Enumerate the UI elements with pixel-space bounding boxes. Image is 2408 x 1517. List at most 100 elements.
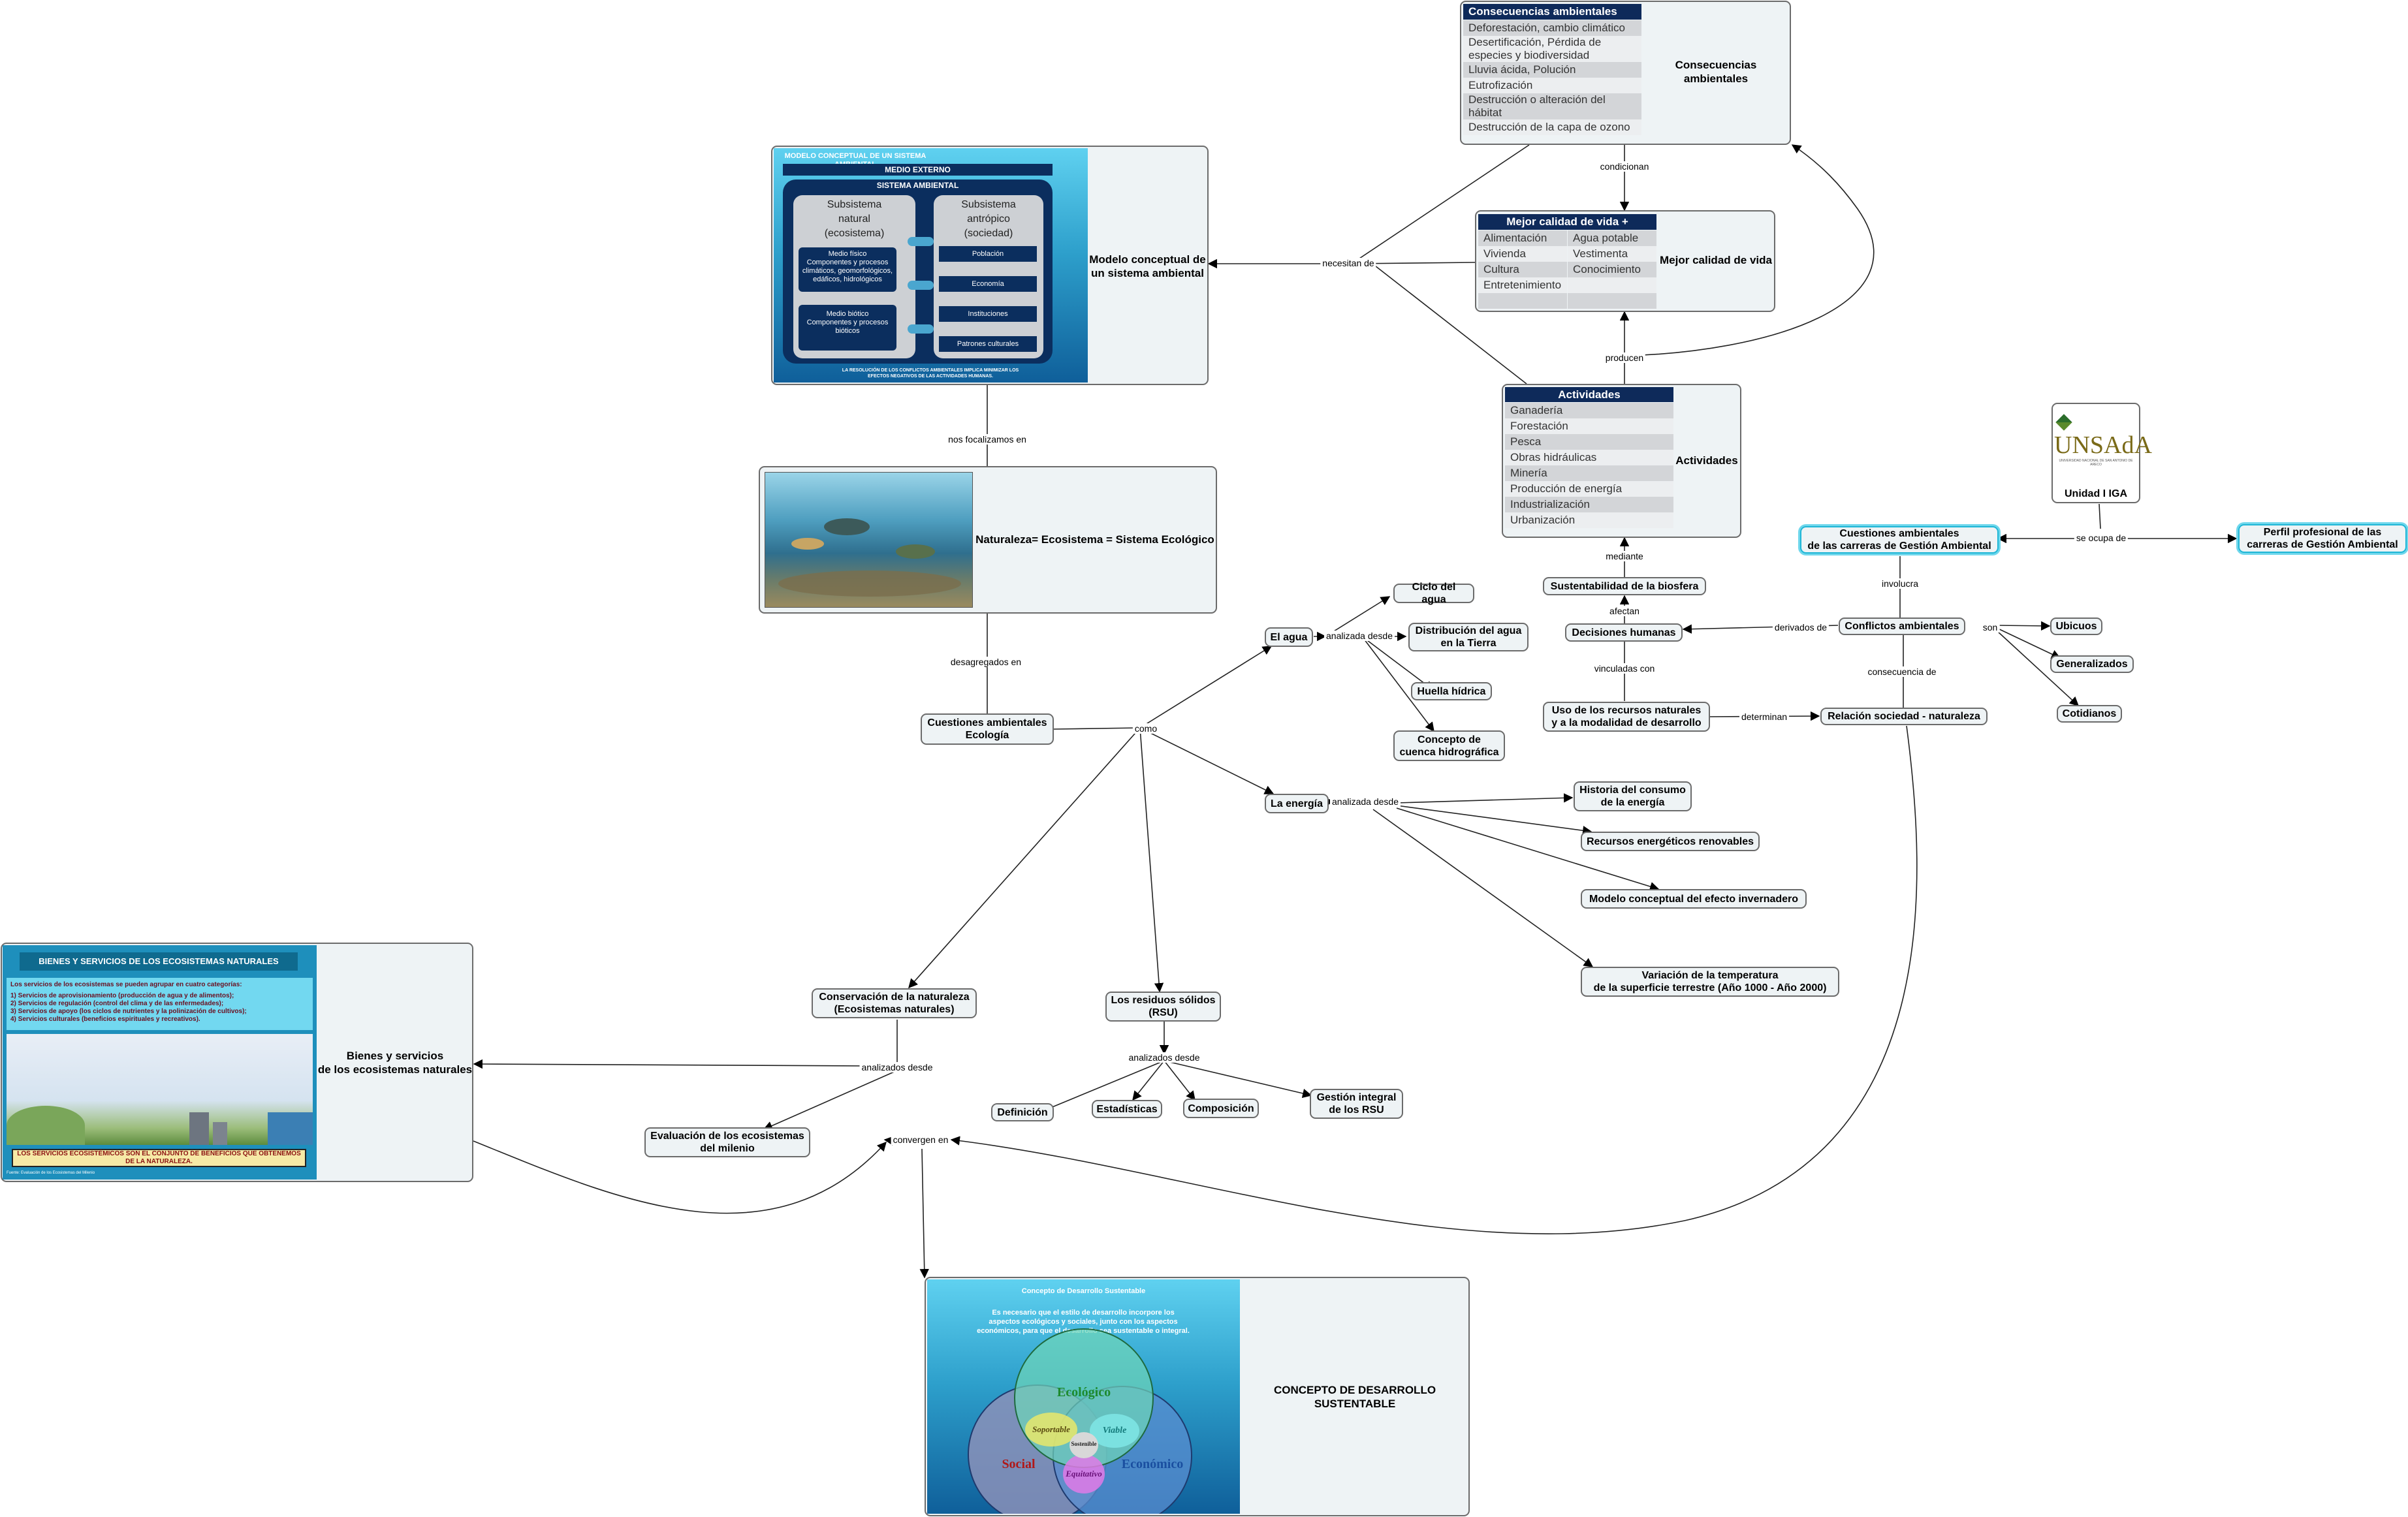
decisiones-node[interactable]: Decisiones humanas: [1565, 623, 1683, 642]
uso-recursos-node[interactable]: Uso de los recursos naturales y a la mod…: [1543, 702, 1710, 732]
bienes-intro: Los servicios de los ecosistemas se pued…: [10, 981, 242, 988]
venn-economico-label: Económico: [1121, 1457, 1184, 1471]
conflictos-node[interactable]: Conflictos ambientales: [1839, 618, 1965, 635]
desarrollo-label: CONCEPTO DE DESARROLLO SUSTENTABLE: [1273, 1384, 1436, 1410]
patrones-box: Patrones culturales: [939, 336, 1037, 352]
calidad-cell-left: Vivienda: [1478, 246, 1567, 262]
bienes-items: 1) Servicios de aprovisionamiento (produ…: [10, 992, 309, 1024]
consecuencias-row: Destrucción de la capa de ozono: [1463, 119, 1641, 135]
edge-label-necesitan: necesitan de: [1320, 258, 1376, 268]
renovables-node[interactable]: Recursos energéticos renovables: [1581, 832, 1760, 851]
actividades-row: Pesca: [1505, 434, 1673, 450]
residuos-node[interactable]: Los residuos sólidos (RSU): [1105, 992, 1221, 1022]
venn-soportable-label: Soportable: [1032, 1424, 1070, 1434]
modelo-diagram: MODELO CONCEPTUAL DE UN SISTEMA AMBIENTA…: [774, 148, 1088, 383]
central-node[interactable]: Cuestiones ambientales Ecología: [921, 713, 1054, 745]
actividades-row: Ganadería: [1505, 403, 1673, 418]
calidad-label: Mejor calidad de vida: [1660, 253, 1772, 266]
cotidianos-node[interactable]: Cotidianos: [2057, 705, 2122, 723]
definicion-node[interactable]: Definición: [991, 1103, 1054, 1121]
medio-fisico-box: Medio físico Componentes y procesos clim…: [799, 247, 896, 292]
estadisticas-node[interactable]: Estadísticas: [1092, 1100, 1162, 1118]
calidad-cell-left: [1478, 293, 1567, 309]
ciclo-node[interactable]: Ciclo del agua: [1393, 582, 1474, 605]
generalizados-node[interactable]: Generalizados: [2050, 655, 2134, 673]
venn-ecologico-label: Ecológico: [1056, 1385, 1111, 1400]
actividades-row: Urbanización: [1505, 512, 1673, 528]
cuenca-node[interactable]: Concepto de cuenca hidrográfica: [1393, 730, 1505, 761]
gestion-node[interactable]: Gestión integral de los RSU: [1310, 1089, 1403, 1119]
unsada-sub: UNIVERSIDAD NACIONAL DE SAN ANTONIO DE A…: [2059, 459, 2133, 467]
bienes-footer: LOS SERVICIOS ECOSISTÉMICOS SON EL CONJU…: [12, 1149, 306, 1167]
ubicuos-node[interactable]: Ubicuos: [2050, 618, 2102, 635]
double-arrow-icon: [908, 324, 934, 334]
edge-label-involucra: involucra: [1879, 578, 1921, 589]
perfil-node[interactable]: Perfil profesional de las carreras de Ge…: [2238, 524, 2407, 553]
economia-box: Economía: [939, 276, 1037, 292]
agua-node[interactable]: El agua: [1265, 627, 1313, 647]
calidad-cell-right: Agua potable: [1568, 230, 1656, 246]
consecuencias-row: Lluvia ácida, Polución: [1463, 62, 1641, 78]
double-arrow-icon: [908, 281, 934, 290]
bienes-categories: Los servicios de los ecosistemas se pued…: [7, 978, 313, 1030]
edge-label-como: como: [1132, 723, 1160, 734]
edge-label-derivados: derivados de: [1772, 622, 1830, 633]
double-arrow-icon: [908, 237, 934, 246]
huella-node[interactable]: Huella hídrica: [1411, 682, 1492, 700]
edge-label-determinan: determinan: [1739, 712, 1790, 722]
relacion-node[interactable]: Relación sociedad - naturaleza: [1820, 708, 1988, 725]
unsada-logo: UNSAdA: [2054, 431, 2152, 459]
venn-viable-label: Viable: [1102, 1426, 1127, 1435]
bienes-title: BIENES Y SERVICIOS DE LOS ECOSISTEMAS NA…: [20, 952, 298, 971]
modelo-label: Modelo conceptual de un sistema ambienta…: [1089, 253, 1206, 279]
bienes-source: Fuente: Evaluación de los Ecosistemas de…: [7, 1171, 95, 1175]
venn-equitativo-label: Equitativo: [1066, 1469, 1102, 1478]
edge-label-analizada-agua: analizada desde: [1324, 631, 1395, 641]
venn-sostenible-label: Sostenible: [1071, 1441, 1097, 1447]
edge-label-condicionan: condicionan: [1598, 161, 1651, 172]
subsistema-antropico-label: Subsistema antrópico (sociedad): [961, 199, 1016, 239]
energia-node[interactable]: La energía: [1265, 794, 1329, 813]
calidad-cell-right: [1568, 277, 1656, 293]
calidad-cell-right: [1568, 293, 1656, 309]
desarrollo-diagram: Concepto de Desarrollo Sustentable Es ne…: [927, 1279, 1240, 1514]
modelo-footer: LA RESOLUCIÓN DE LOS CONFLICTOS AMBIENTA…: [842, 368, 1019, 379]
venn-social-label: Social: [1002, 1457, 1036, 1471]
edge-label-afectan: afectan: [1608, 606, 1641, 616]
sustentabilidad-node[interactable]: Sustentabilidad de la biosfera: [1543, 577, 1706, 595]
cuestiones-carreras-node[interactable]: Cuestiones ambientales de las carreras d…: [1800, 526, 1999, 554]
calidad-cell-right: Conocimiento: [1568, 262, 1656, 277]
calidad-cell-left: Cultura: [1478, 262, 1567, 277]
bienes-label: Bienes y servicios de los ecosistemas na…: [317, 1050, 473, 1076]
calidad-cell-left: Alimentación: [1478, 230, 1567, 246]
calidad-cell-right: Vestimenta: [1568, 246, 1656, 262]
edge-label-producen: producen: [1603, 352, 1646, 363]
edge-label-analizados-conservacion: analizados desde: [859, 1062, 935, 1072]
conservacion-node[interactable]: Conservación de la naturaleza (Ecosistem…: [812, 988, 977, 1018]
venn-diagram: [968, 1328, 1192, 1514]
naturaleza-label: Naturaleza= Ecosistema = Sistema Ecológi…: [975, 533, 1214, 546]
edge-label-analizados-residuos: analizados desde: [1126, 1052, 1202, 1063]
edge-label-mediante: mediante: [1604, 551, 1645, 561]
consecuencias-row: Desertificación, Pérdida de especies y b…: [1463, 36, 1641, 62]
evaluacion-node[interactable]: Evaluación de los ecosistemas del mileni…: [644, 1127, 810, 1157]
consecuencias-table-title: Consecuencias ambientales: [1463, 4, 1641, 20]
consecuencias-label: Consecuencias ambientales: [1675, 59, 1757, 85]
medio-externo-bar: MEDIO EXTERNO: [783, 164, 1053, 176]
composicion-node[interactable]: Composición: [1183, 1099, 1259, 1118]
actividades-row: Forestación: [1505, 418, 1673, 434]
edge-label-consecuencia: consecuencia de: [1865, 666, 1939, 677]
medio-biotico-box: Medio biótico Componentes y procesos bió…: [799, 305, 896, 351]
actividades-row: Minería: [1505, 465, 1673, 481]
edge-label-convergen: convergen en: [891, 1134, 951, 1145]
poblacion-box: Población: [939, 246, 1037, 262]
variacion-node[interactable]: Variación de la temperatura de la superf…: [1581, 967, 1839, 997]
bienes-category-item: 1) Servicios de aprovisionamiento (produ…: [10, 992, 234, 999]
edge-label-nos-focalizamos: nos focalizamos en: [946, 434, 1028, 445]
distribucion-node[interactable]: Distribución del agua en la Tierra: [1408, 623, 1529, 651]
calidad-cell-left: Entretenimiento: [1478, 277, 1567, 293]
historia-node[interactable]: Historia del consumo de la energía: [1574, 781, 1692, 811]
ecosystem-image: [765, 472, 973, 608]
invernadero-node[interactable]: Modelo conceptual del efecto invernadero: [1581, 889, 1807, 909]
bienes-diagram: BIENES Y SERVICIOS DE LOS ECOSISTEMAS NA…: [3, 945, 317, 1180]
